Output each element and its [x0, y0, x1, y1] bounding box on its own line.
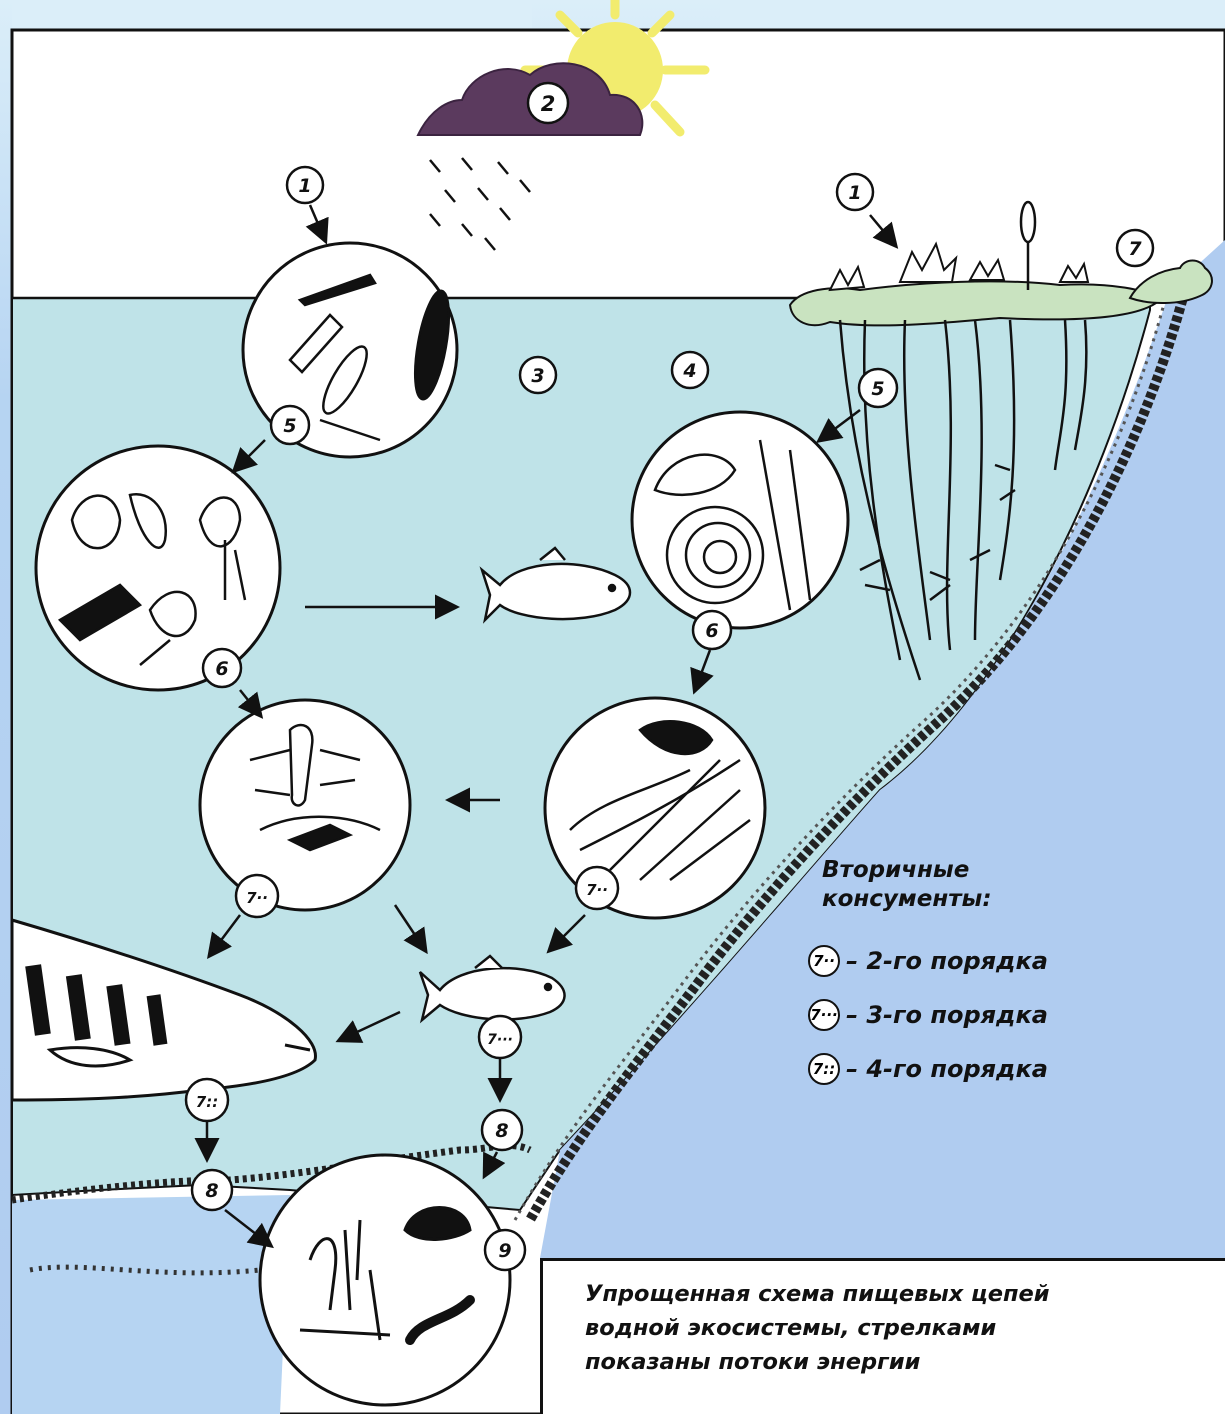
legend-marker: 7···	[808, 999, 840, 1031]
legend-item-4th-order: 7:: – 4-го порядка	[808, 1053, 1048, 1085]
svg-text:9: 9	[498, 1240, 511, 1262]
caption-line2: водной экосистемы, стрелками	[585, 1311, 1205, 1345]
marker-5-plants: 5	[859, 369, 897, 407]
svg-text:8: 8	[205, 1180, 218, 1202]
marker-7-pike-perch: 7::	[186, 1079, 228, 1121]
legend-item-2nd-order: 7·· – 2-го порядка	[808, 945, 1048, 977]
marker-1-sun-energy-plants: 1	[837, 174, 873, 210]
svg-text:2: 2	[541, 92, 556, 116]
marker-7-dragonfly-larva: 7··	[576, 867, 618, 909]
svg-text:8: 8	[495, 1120, 508, 1142]
water-insect-larva-circle	[200, 700, 410, 910]
legend-label: – 2-го порядка	[846, 947, 1048, 975]
legend-title: Вторичные консументы:	[822, 856, 992, 914]
legend-marker: 7::	[808, 1053, 840, 1085]
legend-label: – 4-го порядка	[846, 1055, 1048, 1083]
svg-text:1: 1	[298, 175, 311, 197]
caption-line3: показаны потоки энергии	[585, 1345, 1205, 1379]
marker-7-larva: 7··	[236, 875, 278, 917]
svg-text:7··: 7··	[586, 881, 608, 899]
zooplankton-circle	[36, 446, 280, 690]
legend-marker: 7··	[808, 945, 840, 977]
marker-2-cloud: 2	[528, 83, 568, 123]
caption-text: Упрощенная схема пищевых цепей водной эк…	[585, 1277, 1205, 1379]
marker-3: 3	[520, 357, 556, 393]
svg-text:6: 6	[705, 620, 718, 642]
decomposers-circle	[260, 1155, 510, 1405]
svg-text:5: 5	[871, 378, 884, 400]
marker-6-snail: 6	[693, 611, 731, 649]
caption-line1: Упрощенная схема пищевых цепей	[585, 1277, 1205, 1311]
svg-text:7···: 7···	[487, 1032, 513, 1048]
marker-8-left: 8	[192, 1170, 232, 1210]
svg-text:6: 6	[215, 658, 228, 680]
svg-text:4: 4	[682, 360, 696, 382]
legend-label: – 3-го порядка	[846, 1001, 1048, 1029]
caption-box: Упрощенная схема пищевых цепей водной эк…	[540, 1258, 1225, 1414]
marker-4: 4	[672, 352, 708, 388]
marker-8-right: 8	[482, 1110, 522, 1150]
marker-6-zooplankton: 6	[203, 649, 241, 687]
marker-9-decomposers: 9	[485, 1230, 525, 1270]
svg-text:5: 5	[283, 415, 296, 437]
marker-7-frog: 7	[1117, 230, 1153, 266]
svg-text:7::: 7::	[196, 1093, 218, 1111]
marker-5-phytoplankton: 5	[271, 406, 309, 444]
svg-text:7··: 7··	[246, 889, 268, 907]
svg-text:7: 7	[1128, 238, 1142, 260]
legend-item-3rd-order: 7··· – 3-го порядка	[808, 999, 1048, 1031]
marker-7-small-fish: 7···	[479, 1016, 521, 1058]
legend-title-line2: консументы:	[822, 885, 992, 914]
legend-title-line1: Вторичные	[822, 856, 992, 885]
marker-1-sun-energy: 1	[287, 167, 323, 203]
svg-text:3: 3	[531, 365, 544, 387]
svg-text:1: 1	[848, 182, 861, 204]
